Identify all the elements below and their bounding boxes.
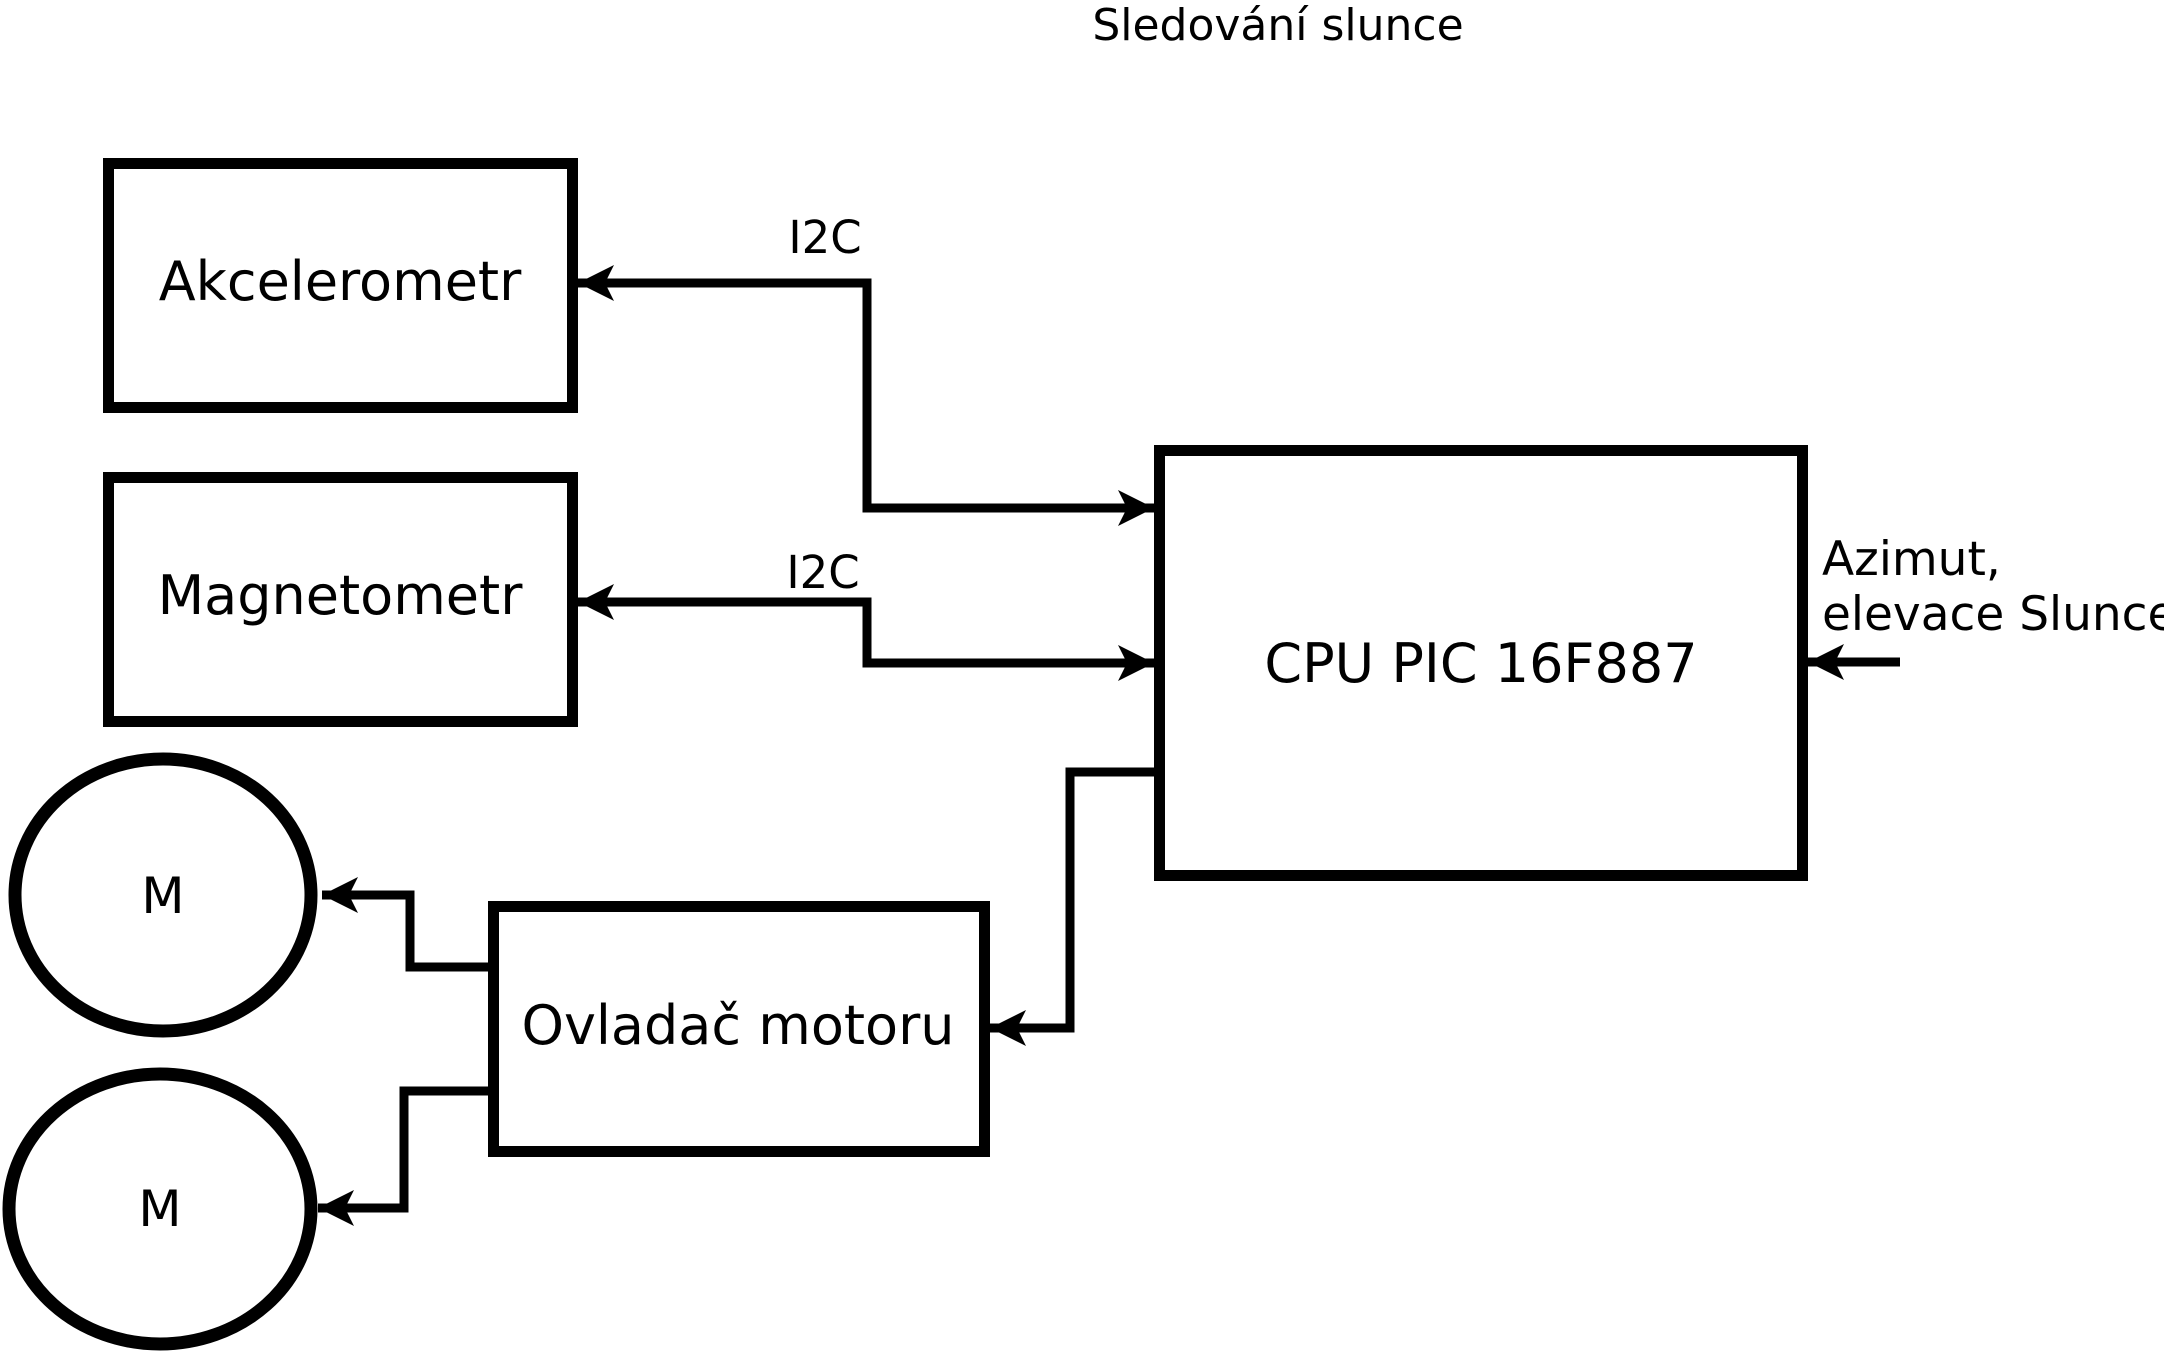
node-cpu-label: CPU PIC 16F887 [1264, 632, 1697, 695]
node-motor1-circle [8, 752, 318, 1038]
edge-i2c-magnetometr-line [578, 584, 1154, 681]
node-motor-driver-box [488, 901, 990, 1157]
edge-motor-driver-to-motor2-line [318, 1086, 492, 1226]
edge-i2c-akcelerometr-label: I2C [788, 211, 861, 264]
node-motor2-label: M [138, 1180, 181, 1238]
node-magnetometr-label: Magnetometr [158, 564, 524, 627]
node-akcelerometr-label: Akcelerometr [159, 250, 522, 313]
edge-i2c-magnetometr-label: I2C [786, 546, 859, 599]
azimut-input-label-line1: Azimut, [1822, 532, 2001, 587]
diagram-title: Sledování slunce [1092, 0, 1463, 51]
azimut-input-label-line2: elevace Slunce [1822, 587, 2164, 642]
edge-motor-driver-to-motor1-line [322, 877, 492, 972]
node-motor2-circle [2, 1067, 318, 1351]
node-magnetometr-box [103, 472, 578, 727]
node-cpu-box [1154, 445, 1808, 881]
edge-cpu-to-motor-driver-line [990, 767, 1154, 1046]
node-motor-driver-label: Ovladač motoru [521, 994, 954, 1057]
node-motor1-label: M [141, 867, 184, 925]
node-akcelerometr-box [103, 158, 578, 413]
edge-i2c-akcelerometr-line [578, 265, 1154, 526]
